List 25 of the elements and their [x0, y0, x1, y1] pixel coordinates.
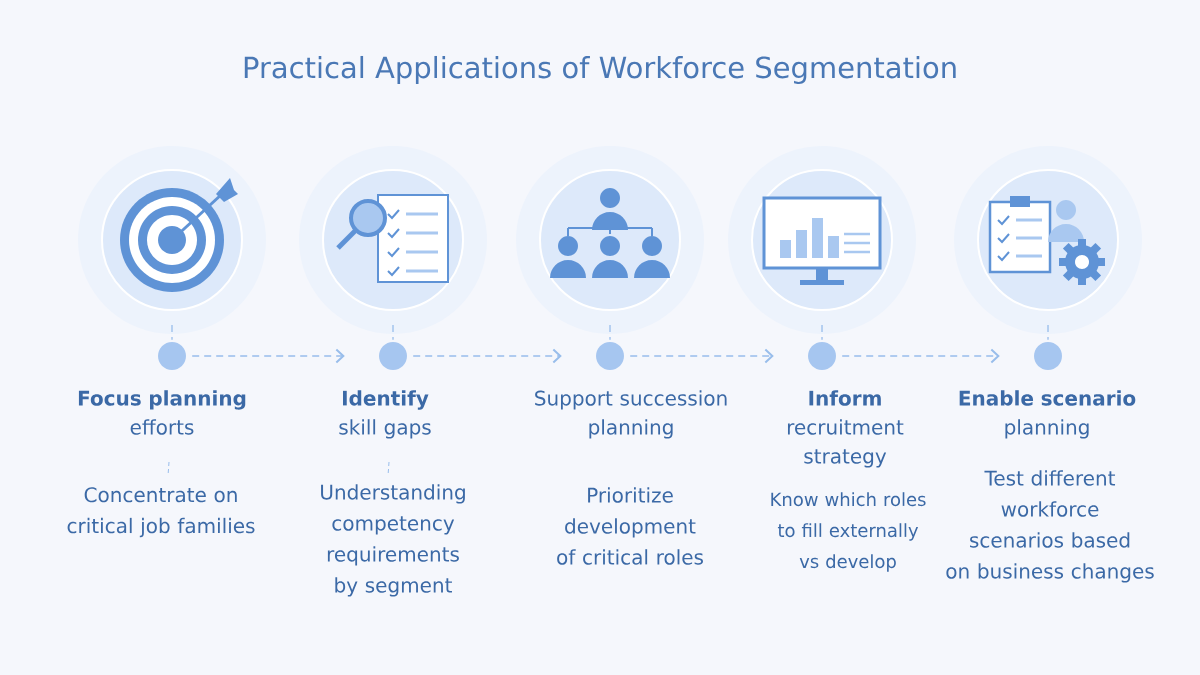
step-heading: Identify skill gaps	[339, 390, 431, 439]
timeline-dot	[596, 342, 624, 370]
step-description: Prioritize development of critical roles	[557, 487, 703, 565]
dashed-arrow	[629, 348, 774, 364]
connector-line	[392, 324, 394, 341]
dashed-arrow	[841, 348, 1000, 364]
timeline-dot	[1034, 342, 1062, 370]
step-heading: Inform recruitment strategy	[788, 390, 904, 468]
step-heading: Enable scenario planning	[959, 390, 1136, 439]
dashed-arrow	[412, 348, 562, 364]
step-description: Test different workforce scenarios based on business changes	[946, 470, 1154, 583]
step-description: Know which roles to fill externally vs develop	[771, 492, 926, 572]
step-heading: Focus planning efforts	[78, 390, 246, 435]
connector-line	[171, 324, 173, 341]
step-description: Understanding competency requirements by segment	[321, 484, 465, 597]
timeline-dot	[808, 342, 836, 370]
connector-line	[821, 324, 823, 341]
title: Practical Applications of Workforce Segmentation	[244, 55, 956, 85]
connector-line	[1047, 324, 1049, 341]
timeline-dot	[158, 342, 186, 370]
step-heading: Support succession planning	[535, 390, 727, 439]
step-description: Concentrate on critical job families	[67, 487, 255, 538]
timeline-dot	[379, 342, 407, 370]
connector-line	[609, 324, 611, 341]
dashed-arrow	[191, 348, 345, 364]
